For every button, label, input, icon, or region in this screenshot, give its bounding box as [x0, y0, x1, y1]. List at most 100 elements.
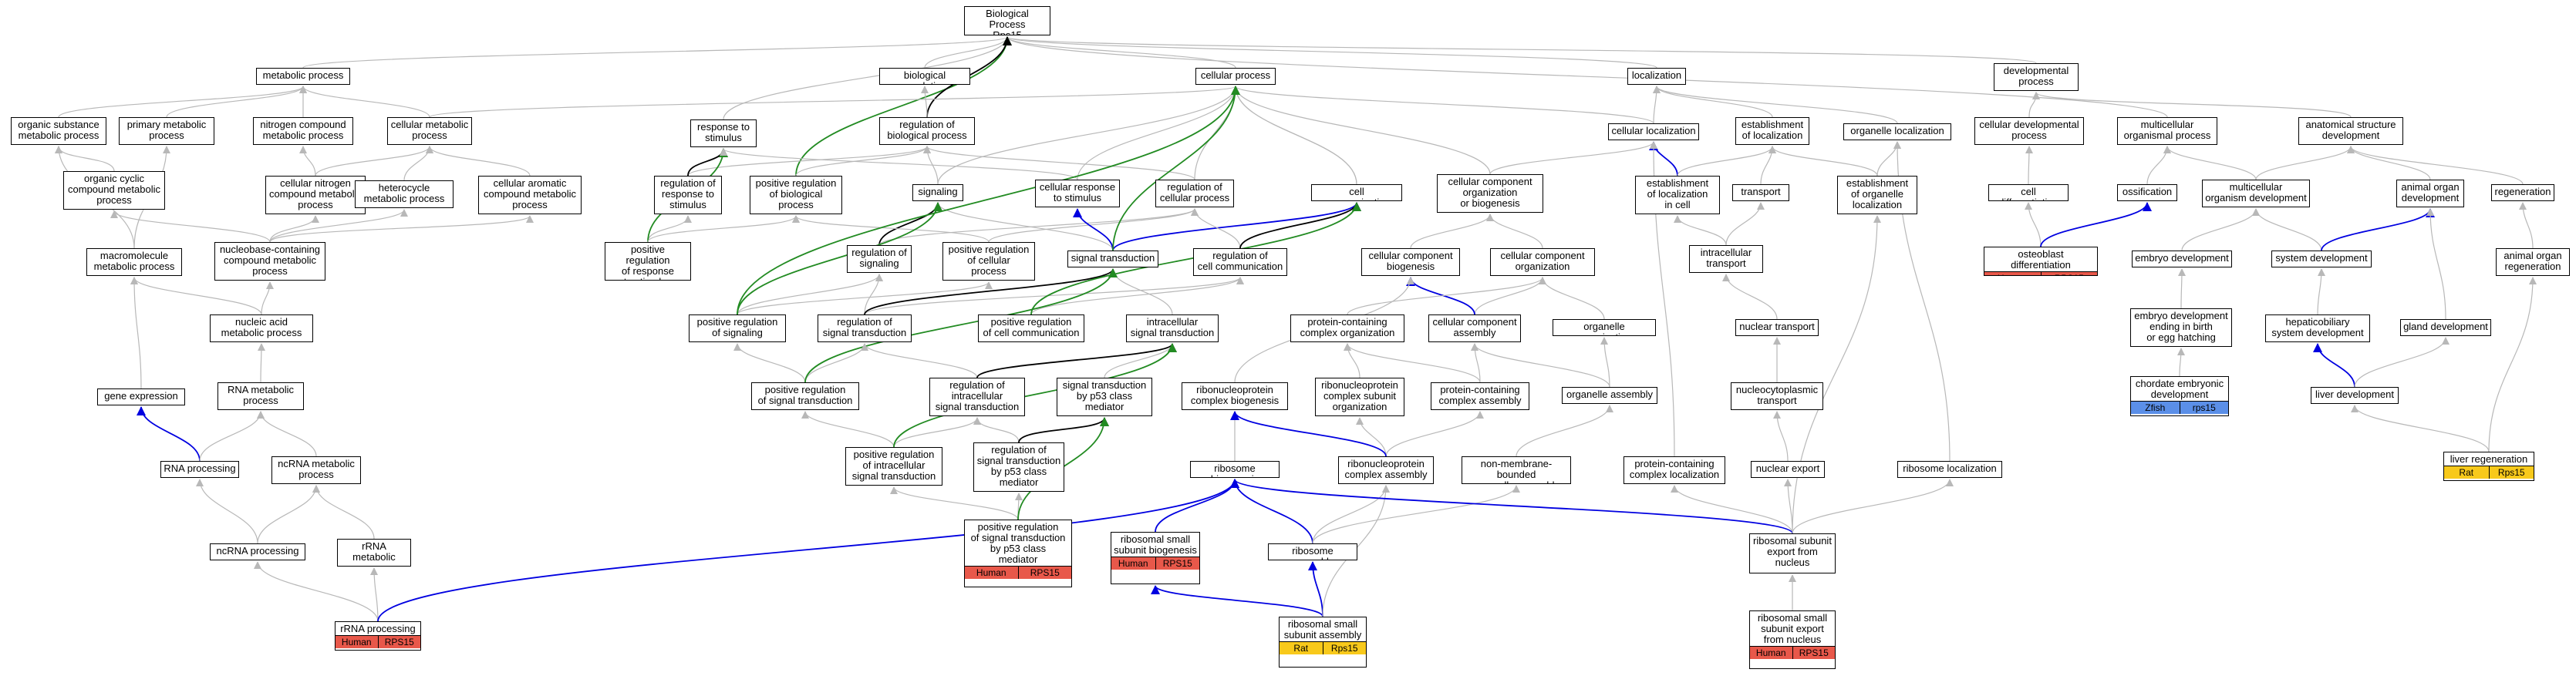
go-term-multidev[interactable]: multicellular organism development: [2202, 180, 2310, 207]
go-term-protcomplex[interactable]: protein-containing complex organization: [1290, 314, 1404, 342]
go-term-hetero[interactable]: heterocycle metabolic process: [355, 180, 453, 208]
go-term-rnpsub[interactable]: ribonucleoprotein complex subunit organi…: [1315, 378, 1404, 416]
go-term-regp53[interactable]: regulation of signal transduction by p53…: [973, 442, 1064, 492]
go-term-ncmp[interactable]: nitrogen compound metabolic process: [253, 117, 353, 145]
go-term-gland[interactable]: gland development: [2400, 319, 2491, 336]
go-term-rnpassembly[interactable]: ribonucleoprotein complex assembly: [1338, 456, 1434, 484]
go-term-rnpbio[interactable]: ribonucleoprotein complex biogenesis: [1182, 382, 1288, 410]
go-term-nuclexport[interactable]: nuclear export: [1751, 461, 1825, 478]
go-term-intracelltrans[interactable]: intracellular transport: [1689, 245, 1763, 273]
go-term-smallsubexport[interactable]: ribosomal small subunit export from nucl…: [1749, 610, 1836, 669]
go-term-devproc[interactable]: developmental process: [1994, 63, 2079, 91]
go-term-ncrnamet[interactable]: ncRNA metabolic process: [271, 456, 361, 484]
go-term-regintrasig[interactable]: regulation of intracellular signal trans…: [929, 378, 1025, 416]
go-term-celldevproc[interactable]: cellular developmental process: [1974, 117, 2084, 145]
go-term-organelleorg[interactable]: organelle organization: [1553, 319, 1656, 336]
go-term-macro[interactable]: macromolecule metabolic process: [86, 248, 182, 276]
go-term-hepato[interactable]: hepaticobiliary system development: [2265, 314, 2370, 342]
go-term-embryobirth[interactable]: embryo development ending in birth or eg…: [2130, 308, 2232, 347]
go-term-cellloc[interactable]: cellular localization: [1608, 123, 1699, 140]
go-term-transport[interactable]: transport: [1732, 184, 1789, 201]
go-term-nonmem[interactable]: non-membrane-bounded organelle assembly: [1462, 456, 1571, 484]
go-term-protloc[interactable]: protein-containing complex localization: [1623, 456, 1725, 484]
go-term-ccbio[interactable]: cellular component biogenesis: [1361, 248, 1460, 276]
go-term-animorgregen[interactable]: animal organ regeneration: [2496, 248, 2570, 276]
go-term-osteo[interactable]: osteoblast differentiationHumanRPS15: [1984, 247, 2098, 276]
go-term-ccassembly[interactable]: cellular component assembly: [1428, 314, 1521, 342]
go-term-rrnamet[interactable]: rRNA metabolic process: [337, 539, 411, 567]
go-term-nucleocyto[interactable]: nucleocytoplasmic transport: [1731, 382, 1823, 410]
go-term-rnaproc[interactable]: RNA processing: [160, 461, 239, 478]
go-term-protassembly[interactable]: protein-containing complex assembly: [1431, 382, 1529, 410]
go-term-posregbio[interactable]: positive regulation of biological proces…: [750, 176, 842, 214]
go-term-regen[interactable]: regeneration: [2491, 184, 2554, 201]
go-term-label: establishment of localization in cell: [1646, 177, 1709, 210]
go-term-regbio[interactable]: regulation of biological process: [879, 117, 975, 145]
go-term-estlocincell[interactable]: establishment of localization in cell: [1635, 176, 1720, 214]
go-term-cncmp[interactable]: cellular nitrogen compound metabolic pro…: [265, 176, 366, 214]
go-term-ncrnaproc[interactable]: ncRNA processing: [210, 543, 305, 560]
go-term-animorgan[interactable]: animal organ development: [2396, 180, 2464, 207]
go-term-cellmet[interactable]: cellular metabolic process: [387, 117, 472, 145]
go-term-embryo[interactable]: embryo development: [2132, 251, 2232, 267]
go-term-sysdev[interactable]: system development: [2271, 251, 2372, 267]
go-term-ossif[interactable]: ossification: [2117, 184, 2177, 201]
go-term-organelleassembly[interactable]: organelle assembly: [1562, 387, 1657, 404]
go-term-ribobio[interactable]: ribosome biogenesis: [1190, 461, 1280, 478]
go-term-metabolic[interactable]: metabolic process: [256, 68, 350, 85]
go-term-subexport[interactable]: ribosomal subunit export from nucleus: [1749, 533, 1836, 573]
go-term-riboloc[interactable]: ribosome localization: [1897, 461, 2002, 478]
go-term-orgsubst[interactable]: organic substance metabolic process: [11, 117, 106, 145]
go-term-signaling[interactable]: signaling: [912, 184, 963, 201]
go-term-cellcomm[interactable]: cell communication: [1311, 184, 1402, 201]
go-term-cellresp[interactable]: cellular response to stimulus: [1035, 180, 1120, 207]
go-term-posregcell[interactable]: positive regulation of cellular process: [942, 242, 1035, 281]
isa-edge: [2519, 202, 2534, 249]
go-term-geneexpr[interactable]: gene expression: [97, 388, 185, 405]
go-term-rnamet[interactable]: RNA metabolic process: [217, 382, 304, 410]
go-term-nucltransport[interactable]: nuclear transport: [1735, 319, 1819, 336]
go-term-celldiff[interactable]: cell differentiation: [1988, 184, 2069, 201]
go-term-nucbase[interactable]: nucleobase-containing compound metabolic…: [214, 242, 325, 281]
go-term-estloc[interactable]: establishment of localization: [1735, 117, 1809, 145]
go-term-arom[interactable]: cellular aromatic compound metabolic pro…: [478, 176, 582, 214]
go-term-p53[interactable]: signal transduction by p53 class mediato…: [1057, 378, 1152, 416]
go-term-regsig[interactable]: regulation of signaling: [847, 245, 912, 273]
go-term-intrasig[interactable]: intracellular signal transduction: [1126, 314, 1219, 342]
go-term-posregp53[interactable]: positive regulation of signal transducti…: [964, 520, 1072, 587]
go-term-nucacid[interactable]: nucleic acid metabolic process: [210, 314, 313, 342]
go-term-orgloc[interactable]: organelle localization: [1843, 123, 1951, 140]
go-term-bioreg[interactable]: biological regulation: [879, 68, 970, 85]
go-term-bp[interactable]: Biological Process Rps15: [964, 6, 1050, 35]
go-term-posregcellcomm[interactable]: positive regulation of cell communicatio…: [978, 314, 1084, 342]
go-term-regresp[interactable]: regulation of response to stimulus: [654, 176, 722, 214]
go-term-regsigtrans[interactable]: regulation of signal transduction: [818, 314, 912, 342]
go-term-cellproc[interactable]: cellular process: [1195, 68, 1276, 85]
go-term-posregsig[interactable]: positive regulation of signaling: [689, 314, 786, 342]
go-term-regcell[interactable]: regulation of cellular process: [1155, 180, 1234, 207]
go-term-ccorg[interactable]: cellular component organization or bioge…: [1437, 174, 1543, 213]
positive-edge: [737, 202, 942, 315]
go-term-posregresp[interactable]: positive regulation of response to stimu…: [605, 242, 691, 281]
go-term-multiorg[interactable]: multicellular organismal process: [2117, 117, 2217, 145]
go-term-posregsigtrans[interactable]: positive regulation of signal transducti…: [751, 382, 859, 410]
isa-edge: [1356, 417, 1387, 457]
go-term-ccorg2[interactable]: cellular component organization: [1490, 248, 1595, 276]
go-term-resp[interactable]: response to stimulus: [690, 119, 757, 147]
go-term-label: osteoblast differentiation: [2011, 248, 2071, 271]
go-term-sigtrans[interactable]: signal transduction: [1067, 251, 1158, 267]
go-term-liverdev[interactable]: liver development: [2311, 387, 2399, 404]
go-term-regcellcomm[interactable]: regulation of cell communication: [1193, 248, 1287, 276]
go-term-posregintra[interactable]: positive regulation of intracellular sig…: [845, 447, 942, 486]
go-term-anatdev[interactable]: anatomical structure development: [2298, 117, 2403, 145]
go-term-riboassembly[interactable]: ribosome assembly: [1268, 543, 1357, 560]
go-term-occ[interactable]: organic cyclic compound metabolic proces…: [63, 171, 165, 210]
go-term-estorgloc[interactable]: establishment of organelle localization: [1837, 176, 1917, 214]
go-term-local[interactable]: localization: [1627, 68, 1686, 85]
go-term-primmet[interactable]: primary metabolic process: [119, 117, 214, 145]
